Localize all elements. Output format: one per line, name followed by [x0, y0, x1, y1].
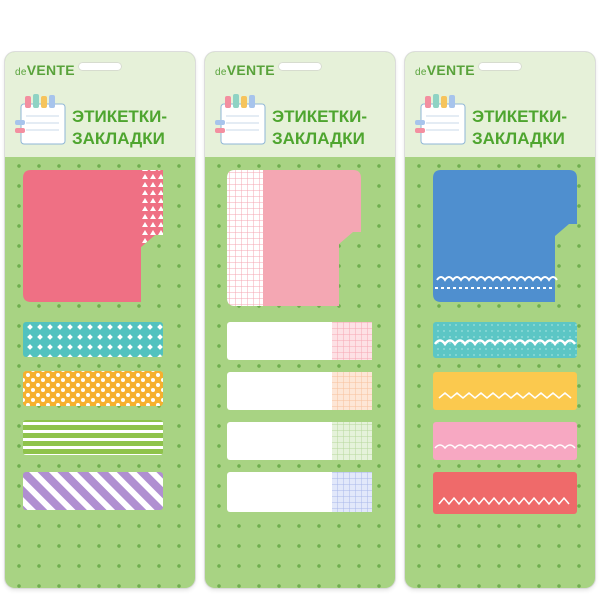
brand-logo: deVENTE: [15, 62, 75, 78]
strip-tab-red-zigzag: [433, 472, 577, 514]
large-tab-blue: [433, 170, 577, 302]
strip-zigzag-white: [438, 496, 570, 506]
strip-heart-line-white: [438, 392, 572, 399]
strip-accent-green-grid: [332, 422, 372, 460]
strip-lace-white: [433, 339, 577, 347]
hang-hole-icon: [278, 62, 322, 71]
card-header: deVENTE ЭТИКЕТКИ-ЗАКЛАДКИ: [205, 52, 395, 157]
hang-hole-icon: [478, 62, 522, 71]
large-tab-pink: [23, 170, 163, 302]
product-card-2: deVENTE ЭТИКЕТКИ-ЗАКЛАДКИ: [205, 52, 395, 588]
card-header: deVENTE ЭТИКЕТКИ-ЗАКЛАДКИ: [5, 52, 195, 157]
large-tab-heart-border: [435, 276, 558, 289]
product-card-3: deVENTE ЭТИКЕТКИ-ЗАКЛАДКИ: [405, 52, 595, 588]
sticky-tab-stack: [433, 170, 577, 514]
strip-accent-pink-grid: [332, 322, 372, 360]
strip-tab-green-stripes: [23, 420, 163, 455]
strip-tab-teal-diamonds: [23, 322, 163, 357]
large-tab-triangle-pattern: [141, 170, 163, 247]
bookmark-notebook-icon: [415, 94, 466, 145]
strip-tab-yellow-dots: [23, 371, 163, 406]
product-title: ЭТИКЕТКИ-ЗАКЛАДКИ: [272, 107, 368, 148]
strip-tab-yellow-hearts: [433, 372, 577, 410]
sticky-tab-stack: [23, 170, 163, 510]
bookmark-notebook-icon: [15, 94, 66, 145]
sticky-tab-stack: [227, 170, 372, 512]
brand-logo: deVENTE: [415, 62, 475, 78]
strip-heart-lace-white: [434, 444, 576, 450]
strip-tab-teal-lace: [433, 322, 577, 358]
product-title: ЭТИКЕТКИ-ЗАКЛАДКИ: [472, 107, 568, 148]
strip-accent-blue-grid: [332, 472, 372, 512]
hang-hole-icon: [78, 62, 122, 71]
product-card-1: deVENTE ЭТИКЕТКИ-ЗАКЛАДКИ: [5, 52, 195, 588]
strip-tab-pink-hearts: [433, 422, 577, 460]
product-title: ЭТИКЕТКИ-ЗАКЛАДКИ: [72, 107, 168, 148]
strip-tab-purple-diagonal: [23, 472, 163, 510]
brand-logo: deVENTE: [215, 62, 275, 78]
large-tab-grid-pattern: [227, 170, 263, 306]
strip-accent-orange-grid: [332, 372, 372, 410]
card-header: deVENTE ЭТИКЕТКИ-ЗАКЛАДКИ: [405, 52, 595, 157]
bookmark-notebook-icon: [215, 94, 266, 145]
